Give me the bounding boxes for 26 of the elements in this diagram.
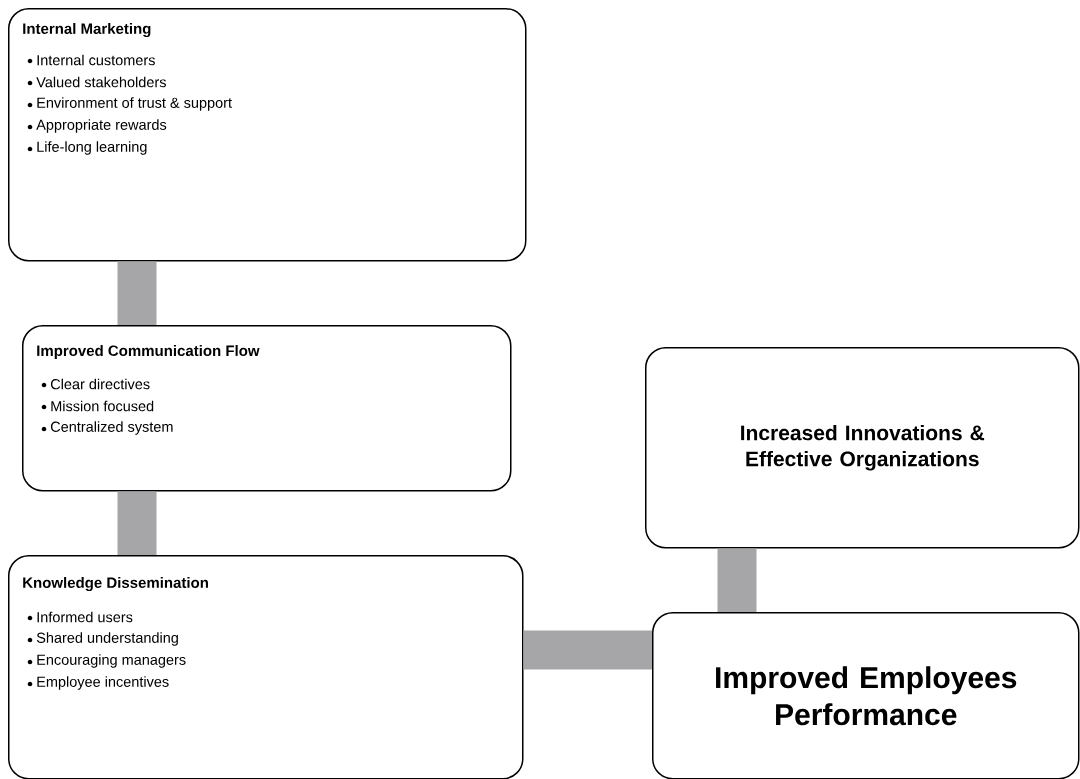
box-title: Improved Employees Performance <box>716 666 1017 726</box>
box-heading: Knowledge Dissemination <box>23 576 208 591</box>
bullet-item: Employee incentives <box>27 676 169 690</box>
connector-bar <box>117 491 157 555</box>
box-heading: Improved Communication Flow <box>37 345 260 359</box>
bullet-item: Internal customers <box>27 54 155 66</box>
box-title: Increased Innovations & Effective Organizations <box>741 424 985 471</box>
bullet-item: Appropriate rewards <box>27 119 167 133</box>
process-box <box>645 347 1080 549</box>
process-box <box>8 555 524 779</box>
process-box <box>8 8 527 262</box>
bullet-item: Shared understanding <box>27 632 178 646</box>
connector-bar <box>523 630 652 670</box>
box-heading: Internal Marketing <box>23 23 151 38</box>
bullet-item: Informed users <box>27 611 133 623</box>
bullet-item: Life-long learning <box>27 141 147 155</box>
bullet-item: Environment of trust & support <box>27 97 232 111</box>
process-box <box>652 612 1080 779</box>
bullet-item: Mission focused <box>41 400 154 412</box>
connector-bar <box>117 261 157 325</box>
process-box <box>22 325 512 492</box>
bullet-item: Valued stakeholders <box>27 76 166 88</box>
bullet-item: Centralized system <box>41 421 173 435</box>
bullet-item: Clear directives <box>41 378 150 390</box>
bullet-item: Encouraging managers <box>27 654 186 668</box>
connector-bar <box>717 548 757 612</box>
